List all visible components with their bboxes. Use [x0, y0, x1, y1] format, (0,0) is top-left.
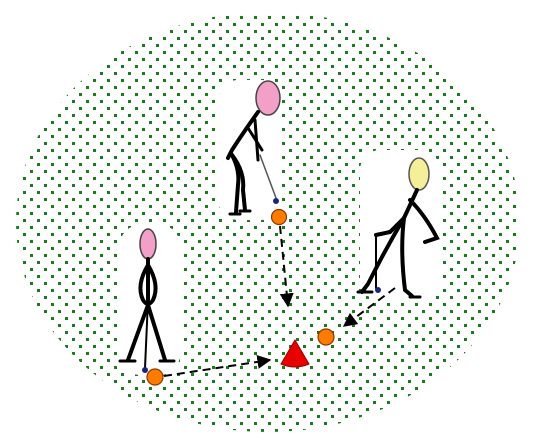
club-head-icon	[375, 287, 381, 293]
player-left-head	[140, 229, 156, 259]
ball-top	[272, 210, 287, 225]
club-head-icon	[142, 367, 148, 373]
player-top-head	[256, 81, 280, 115]
ball-right	[318, 329, 334, 345]
putting-green-field	[16, 12, 520, 432]
ball-left	[147, 369, 163, 385]
club-head-icon	[273, 198, 279, 204]
player-right-head	[409, 158, 429, 190]
